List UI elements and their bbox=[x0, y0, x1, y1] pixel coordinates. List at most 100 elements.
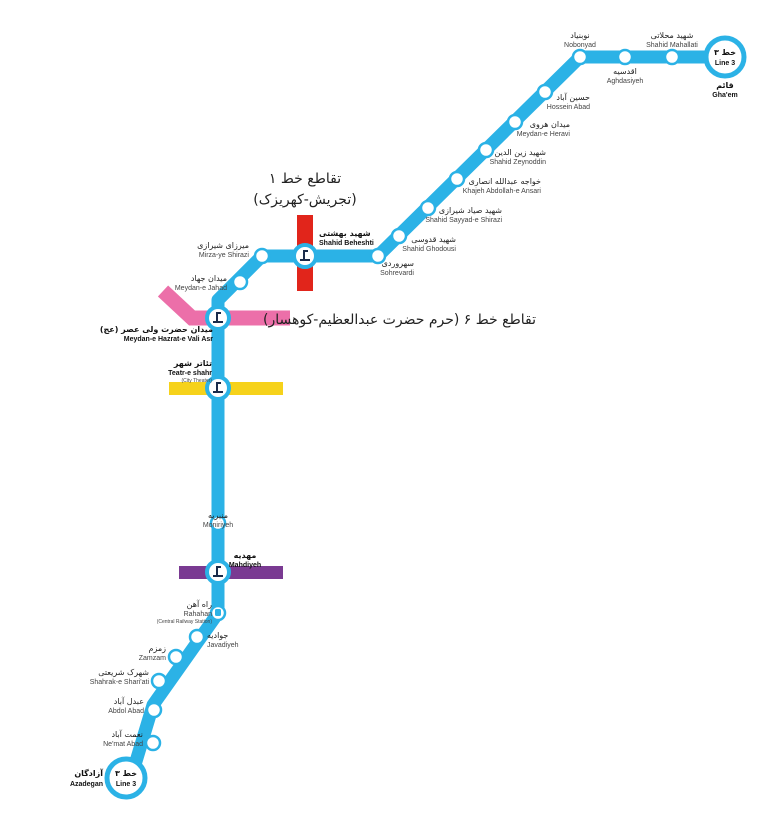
station-name-fa: تئاتر شهر bbox=[173, 359, 212, 368]
station-name-en: Aghdasiyeh bbox=[607, 78, 644, 85]
station-name-en: Moniriyeh bbox=[203, 522, 233, 529]
interchange-glyph-icon bbox=[213, 312, 223, 323]
station-name-en: Shahid Ghodousi bbox=[402, 246, 456, 253]
station-meydan-e-jahad[interactable]: میدان جهاد Meydan-e Jahad bbox=[175, 273, 249, 292]
terminus-south-azadegan[interactable]: خط ۳ Line 3 آزادگان Azadegan bbox=[70, 756, 148, 800]
stations-layer: شهید محلاتی Shahid Mahallati اقدسیه Aghdasi… bbox=[90, 31, 698, 752]
station-shahid-sayyad-e-shirazi[interactable]: شهید صیاد شیرازی Shahid Sayyad-e Shirazi bbox=[419, 199, 502, 224]
station-marker-icon bbox=[419, 199, 437, 217]
station-marker-icon bbox=[506, 113, 524, 131]
terminus-north-name-fa: قائم bbox=[716, 81, 734, 90]
station-nobonyad[interactable]: نوبنیاد Nobonyad bbox=[564, 31, 596, 66]
station-sohrevardi[interactable]: سهروردی Sohrevardi bbox=[369, 247, 415, 277]
station-shahid-zeynoddin[interactable]: شهید زین الدین Shahid Zeynoddin bbox=[477, 141, 547, 166]
station-marker-icon bbox=[616, 48, 634, 66]
station-name-fa: عبدل آباد bbox=[114, 696, 144, 706]
station-name-en: Shahid Sayyad-e Shirazi bbox=[425, 217, 502, 224]
station-name-en: Abdol Abad bbox=[108, 708, 144, 715]
station-name-en: Shahrak-e Shari'ati bbox=[90, 679, 150, 686]
station-name-en: Shahid Beheshti bbox=[319, 240, 374, 247]
station-marker-icon bbox=[150, 672, 168, 690]
station-name-en: Javadiyeh bbox=[207, 642, 239, 649]
station-name-fa: حسین آباد bbox=[556, 92, 590, 102]
station-marker-icon bbox=[231, 273, 249, 291]
interchange-glyph-icon bbox=[300, 250, 310, 261]
terminus-north-name-en: Gha'em bbox=[712, 92, 737, 99]
station-mirza-ye-shirazi[interactable]: میرزای شیرازی Mirza-ye Shirazi bbox=[197, 241, 271, 265]
station-name-en: Hossein Abad bbox=[547, 104, 590, 111]
station-name-fa: میدان هروی bbox=[530, 120, 570, 129]
station-marker-icon bbox=[369, 247, 387, 265]
station-name-en: Meydan-e Jahad bbox=[175, 285, 227, 292]
station-name-en: Rahahan bbox=[184, 611, 213, 618]
station-name-fa: منیریه bbox=[208, 511, 228, 520]
station-shahid-mahallati[interactable]: شهید محلاتی Shahid Mahallati bbox=[646, 31, 698, 66]
station-name-en: Mirza-ye Shirazi bbox=[199, 252, 250, 259]
station-name-en: Nobonyad bbox=[564, 42, 596, 49]
interchange-glyph-icon bbox=[213, 382, 223, 393]
station-name-fa: شهید بهشتی bbox=[319, 229, 371, 238]
station-name-fa: سهروردی bbox=[382, 259, 415, 268]
terminus-north-qaem[interactable]: خط ۳ Line 3 قائم Gha'em bbox=[703, 35, 747, 99]
station-meydan-e-hazrat-e-vali-asr[interactable]: میدان حضرت ولی عصر (عج) Meydan-e Hazrat-e… bbox=[100, 305, 231, 343]
station-name-en: Shahid Zeynoddin bbox=[490, 159, 547, 166]
station-name-fa: شهید محلاتی bbox=[651, 31, 694, 40]
station-khajeh-abdollah-e-ansari[interactable]: خواجه عبدالله انصاری Khajeh Abdollah-e An… bbox=[448, 170, 542, 195]
station-zamzam[interactable]: زمزم Zamzam bbox=[139, 644, 185, 666]
station-name-fa: زمزم bbox=[148, 644, 166, 653]
terminus-badge-icon bbox=[703, 35, 747, 79]
train-icon bbox=[215, 609, 221, 616]
station-shahid-beheshti[interactable]: شهید بهشتی Shahid Beheshti bbox=[292, 229, 374, 269]
line-6-crossing-title: تقاطع خط ۶ (حرم حضرت عبدالعظیم-کوهسار) bbox=[263, 312, 536, 328]
station-marker-icon bbox=[571, 48, 589, 66]
terminus-south-badge-en: Line 3 bbox=[116, 781, 136, 788]
station-name-fa: میرزای شیرازی bbox=[197, 241, 249, 250]
station-shahrak-e-shari-ati[interactable]: شهرک شریعتی Shahrak-e Shari'ati bbox=[90, 668, 168, 690]
station-marker-icon bbox=[663, 48, 681, 66]
station-name-fa: راه آهن bbox=[187, 599, 212, 609]
station-shahid-ghodousi[interactable]: شهید قدوسی Shahid Ghodousi bbox=[390, 227, 456, 253]
station-name-fa: شهید زین الدین bbox=[495, 148, 547, 157]
station-name-en: Teatr-e shahr bbox=[168, 370, 212, 377]
station-abdol-abad[interactable]: عبدل آباد Abdol Abad bbox=[108, 696, 163, 719]
line-7-crossing-bar bbox=[179, 566, 283, 579]
station-name-fa: میدان حضرت ولی عصر (عج) bbox=[100, 325, 213, 334]
station-marker-icon bbox=[145, 701, 163, 719]
station-moniriyeh[interactable]: منیریه Moniriyeh bbox=[203, 511, 233, 532]
station-marker-icon bbox=[188, 628, 206, 646]
station-name-fa: نوبنیاد bbox=[570, 31, 589, 40]
station-name-fa: شهید قدوسی bbox=[411, 235, 456, 244]
station-name-fa: نعمت آباد bbox=[111, 729, 143, 739]
station-marker-icon bbox=[477, 141, 495, 159]
station-name-en: Zamzam bbox=[139, 655, 166, 662]
station-aghdasiyeh[interactable]: اقدسیه Aghdasiyeh bbox=[607, 48, 644, 85]
station-marker-icon bbox=[390, 227, 408, 245]
station-name-fa: اقدسیه bbox=[613, 67, 637, 76]
station-marker-icon bbox=[209, 514, 227, 532]
station-name-fa: شهرک شریعتی bbox=[98, 668, 149, 677]
station-name-en: Mahdiyeh bbox=[229, 562, 261, 569]
station-marker-icon bbox=[167, 648, 185, 666]
station-hossein-abad[interactable]: حسین آباد Hossein Abad bbox=[536, 83, 590, 111]
station-marker-icon bbox=[448, 170, 466, 188]
station-name-en: Khajeh Abdollah-e Ansari bbox=[463, 188, 542, 195]
terminus-north-badge-fa: خط ۳ bbox=[714, 48, 736, 57]
terminus-south-name-en: Azadegan bbox=[70, 781, 103, 788]
terminus-south-name-fa: آزادگان bbox=[74, 768, 103, 778]
station-name-fa: شهید صیاد شیرازی bbox=[439, 206, 502, 215]
station-name-fa: میدان جهاد bbox=[191, 274, 227, 283]
station-name-en: Meydan-e Hazrat-e Vali Asr bbox=[124, 336, 213, 343]
interchange-glyph-icon bbox=[213, 566, 223, 577]
station-name-fa: خواجه عبدالله انصاری bbox=[468, 177, 541, 186]
station-name-en: Sohrevardi bbox=[380, 270, 414, 277]
station-marker-icon bbox=[144, 734, 162, 752]
line-1-crossing-subtitle: (تجریش-کهریزک) bbox=[253, 192, 356, 208]
station-name-en: Shahid Mahallati bbox=[646, 42, 698, 49]
